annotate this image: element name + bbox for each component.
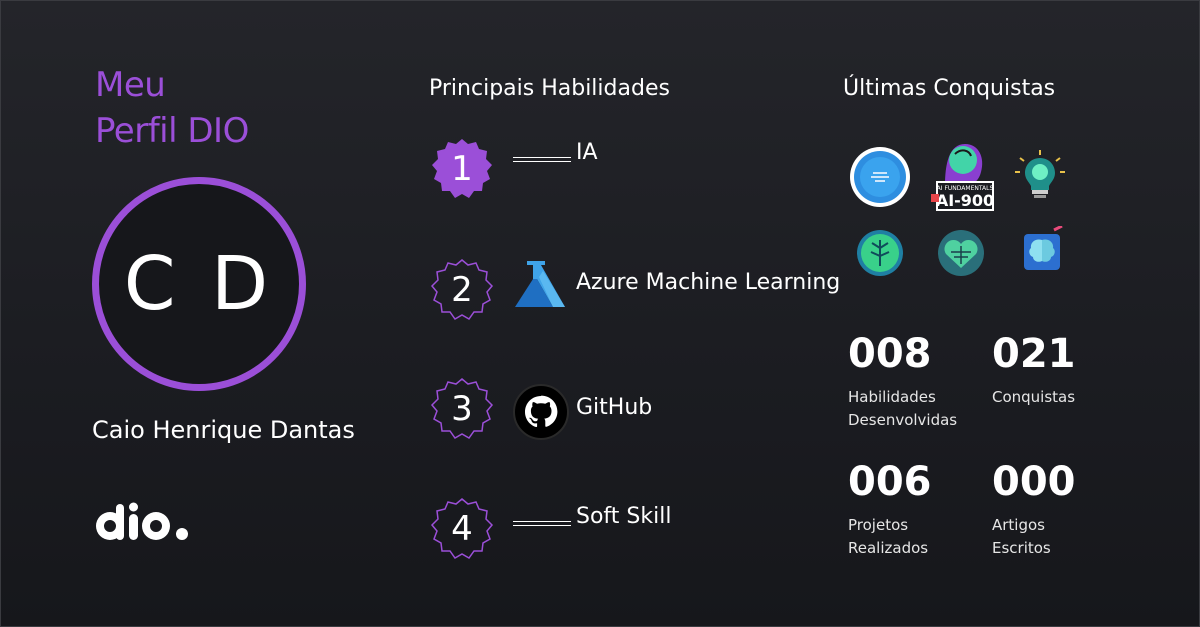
- skill-item-2: 2 Azure Machine Learning: [429, 257, 869, 327]
- rank-badge-4: 4: [429, 496, 495, 562]
- stat-description: Conquistas: [992, 386, 1112, 409]
- rank-badge-2: 2: [429, 257, 495, 323]
- stat-value: 000: [992, 459, 1076, 505]
- avatar: C D: [92, 177, 306, 391]
- stat-description: Artigos Escritos: [992, 514, 1112, 560]
- stat-desc-line: Projetos: [848, 516, 909, 534]
- stat-skills: 008 Habilidades Desenvolvidas: [848, 332, 968, 432]
- skill-label: IA: [576, 140, 598, 165]
- skills-title: Principais Habilidades: [429, 76, 670, 101]
- github-icon: [513, 384, 569, 440]
- achievement-badge-ai900: AI FUNDAMENTALS AI-900: [931, 144, 994, 211]
- avatar-initials: C D: [123, 241, 275, 327]
- achievements-title: Últimas Conquistas: [843, 76, 1056, 101]
- achievement-badge-1: [850, 147, 910, 207]
- rank-number: 1: [451, 149, 473, 189]
- dio-logo-icon: [96, 502, 188, 540]
- ai900-top-text: AI FUNDAMENTALS: [937, 185, 994, 192]
- badge-outline-icon: [430, 378, 494, 439]
- ai900-main-text: AI-900: [936, 191, 994, 210]
- skill-item-4: 4 Soft Skill: [429, 496, 869, 566]
- stat-desc-line: Conquistas: [992, 388, 1076, 406]
- rank-number: 2: [451, 270, 473, 310]
- stat-desc-line: Escritos: [992, 539, 1051, 557]
- title-line-2: Perfil DIO: [95, 111, 249, 151]
- skill-label: GitHub: [576, 395, 653, 420]
- stat-desc-line: Artigos: [992, 516, 1045, 534]
- rank-badge-3: 3: [429, 376, 495, 442]
- title-line-1: Meu: [95, 65, 166, 105]
- skill-label: Azure Machine Learning: [576, 270, 841, 295]
- rank-badge-1: 1: [429, 136, 495, 202]
- line-placeholder-icon: [513, 521, 571, 526]
- stat-value: 006: [848, 459, 932, 505]
- stat-achievements: 021 Conquistas: [992, 332, 1112, 409]
- stat-value: 008: [848, 331, 932, 377]
- page-title: Meu Perfil DIO: [95, 62, 249, 154]
- badge-outline-icon: [430, 498, 494, 559]
- badge-outline-icon: [430, 259, 494, 320]
- achievement-badge-tree: [857, 230, 903, 276]
- stat-articles: 000 Artigos Escritos: [992, 460, 1112, 560]
- line-placeholder-icon: [513, 157, 571, 162]
- skill-label: Soft Skill: [576, 504, 672, 529]
- skill-item-1: 1 IA: [429, 136, 869, 206]
- user-name: Caio Henrique Dantas: [92, 416, 355, 444]
- badge-filled-icon: [432, 139, 492, 198]
- achievement-badge-lightbulb: [1015, 150, 1065, 198]
- stat-value: 021: [992, 331, 1076, 377]
- stat-description: Projetos Realizados: [848, 514, 968, 560]
- achievement-badge-brain: [1024, 226, 1063, 270]
- skill-item-3: 3 GitHub: [429, 376, 869, 446]
- azure-ml-icon: [515, 261, 565, 307]
- rank-number: 4: [451, 509, 473, 549]
- stat-projects: 006 Projetos Realizados: [848, 460, 968, 560]
- stat-description: Habilidades Desenvolvidas: [848, 386, 968, 432]
- stat-desc-line: Realizados: [848, 539, 929, 557]
- stat-desc-line: Habilidades: [848, 388, 936, 406]
- achievement-badge-heart: [938, 230, 984, 276]
- rank-number: 3: [451, 389, 473, 429]
- stat-desc-line: Desenvolvidas: [848, 411, 958, 429]
